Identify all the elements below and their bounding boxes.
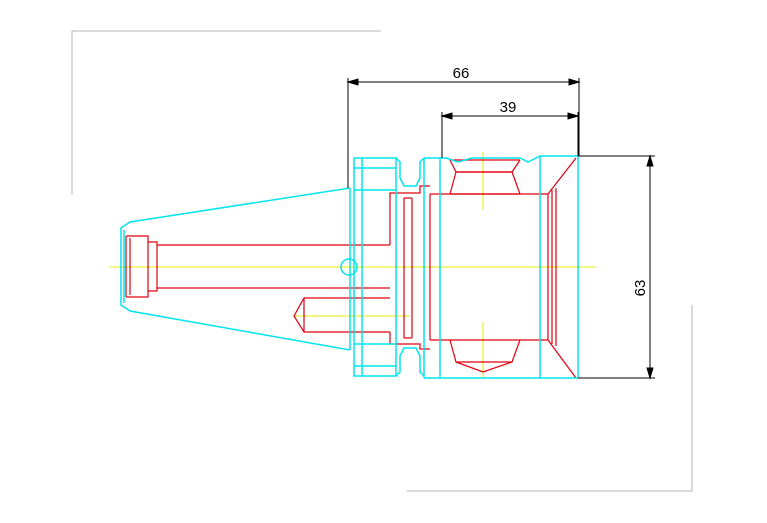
frame-top-left xyxy=(71,30,381,195)
dimension-label-63: 63 xyxy=(632,280,649,297)
bottom-groove-tip xyxy=(455,361,513,373)
frame-bottom-right xyxy=(407,305,693,492)
front-chamfer-top xyxy=(547,157,577,195)
outline-geometry xyxy=(120,155,579,379)
arrow-63-bottom xyxy=(646,367,654,380)
nut-body xyxy=(539,155,579,379)
body-top xyxy=(424,155,541,163)
arrow-66-left xyxy=(346,78,359,86)
dimension-label-66: 66 xyxy=(453,65,470,82)
drive-pin xyxy=(293,297,390,333)
front-chamfer-bottom xyxy=(547,339,577,379)
v-groove-top xyxy=(395,157,425,187)
arrow-66-right xyxy=(568,78,581,86)
top-groove-left xyxy=(449,159,457,173)
taper-upper xyxy=(120,187,351,234)
v-groove-bottom xyxy=(395,347,425,377)
centerlines xyxy=(110,152,596,378)
dimensions xyxy=(346,78,655,380)
pull-stud-upper xyxy=(126,235,390,246)
dimension-label-39: 39 xyxy=(500,99,517,116)
bottom-groove xyxy=(449,339,521,363)
pull-stud-lower xyxy=(126,287,390,298)
taper-lower xyxy=(120,299,351,351)
arrow-63-top xyxy=(646,154,654,167)
flange-body xyxy=(353,157,397,377)
centre-hole xyxy=(340,258,358,276)
top-groove xyxy=(449,171,521,195)
top-groove-right xyxy=(511,159,521,173)
inner-geometry xyxy=(125,157,577,379)
frame-lines xyxy=(71,30,693,492)
arrow-39-right xyxy=(567,112,580,120)
arrow-39-left xyxy=(440,112,453,120)
